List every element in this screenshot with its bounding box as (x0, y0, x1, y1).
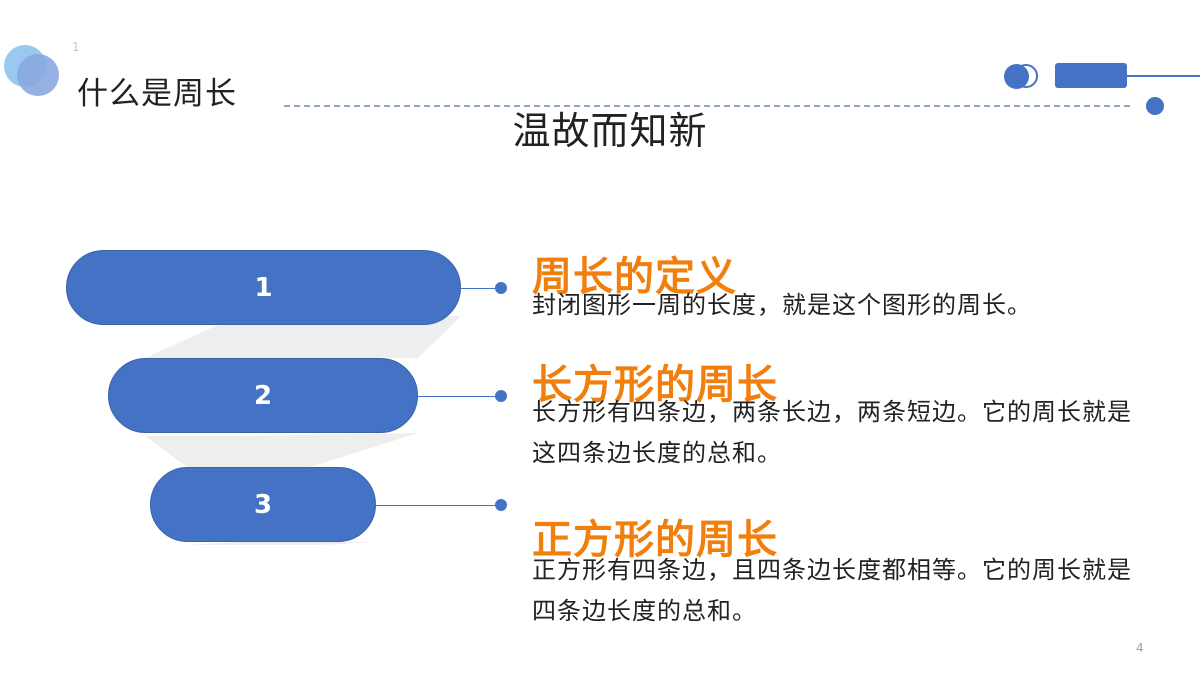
page-number: 4 (1136, 641, 1144, 655)
header-title: 什么是周长 (77, 76, 237, 112)
decor-dot (1146, 97, 1164, 115)
decor-bar (1055, 63, 1127, 88)
connector-line-2 (418, 396, 501, 397)
section-heading-2: 长方形的周长 (532, 362, 778, 408)
step-number: 1 (254, 272, 273, 303)
connector-line-1 (461, 288, 501, 289)
section-heading-1: 周长的定义 (532, 254, 737, 300)
step-pill-3: 3 (150, 467, 376, 542)
decor-circle-medium (17, 54, 59, 96)
connector-dot-1 (495, 282, 507, 294)
connector-dot-3 (495, 499, 507, 511)
decor-circle-filled (1004, 64, 1029, 89)
section-body-1: 封闭图形一周的长度，就是这个图形的周长。 (532, 291, 1032, 319)
section-body-2: 长方形有四条边，两条长边，两条短边。它的周长就是这四条边长度的总和。 (532, 398, 1132, 467)
step-number: 3 (253, 489, 273, 520)
step-pill-1: 1 (66, 250, 461, 325)
slide-index: 1 (72, 40, 80, 54)
main-title: 温故而知新 (512, 109, 708, 153)
decor-line (1127, 75, 1200, 77)
header-divider (284, 105, 1130, 107)
step-pill-2: 2 (108, 358, 418, 433)
connector-dot-2 (495, 390, 507, 402)
section-heading-3: 正方形的周长 (532, 517, 778, 563)
step-number: 2 (253, 380, 273, 411)
connector-line-3 (376, 505, 501, 506)
section-body-3: 正方形有四条边，且四条边长度都相等。它的周长就是四条边长度的总和。 (532, 556, 1132, 625)
